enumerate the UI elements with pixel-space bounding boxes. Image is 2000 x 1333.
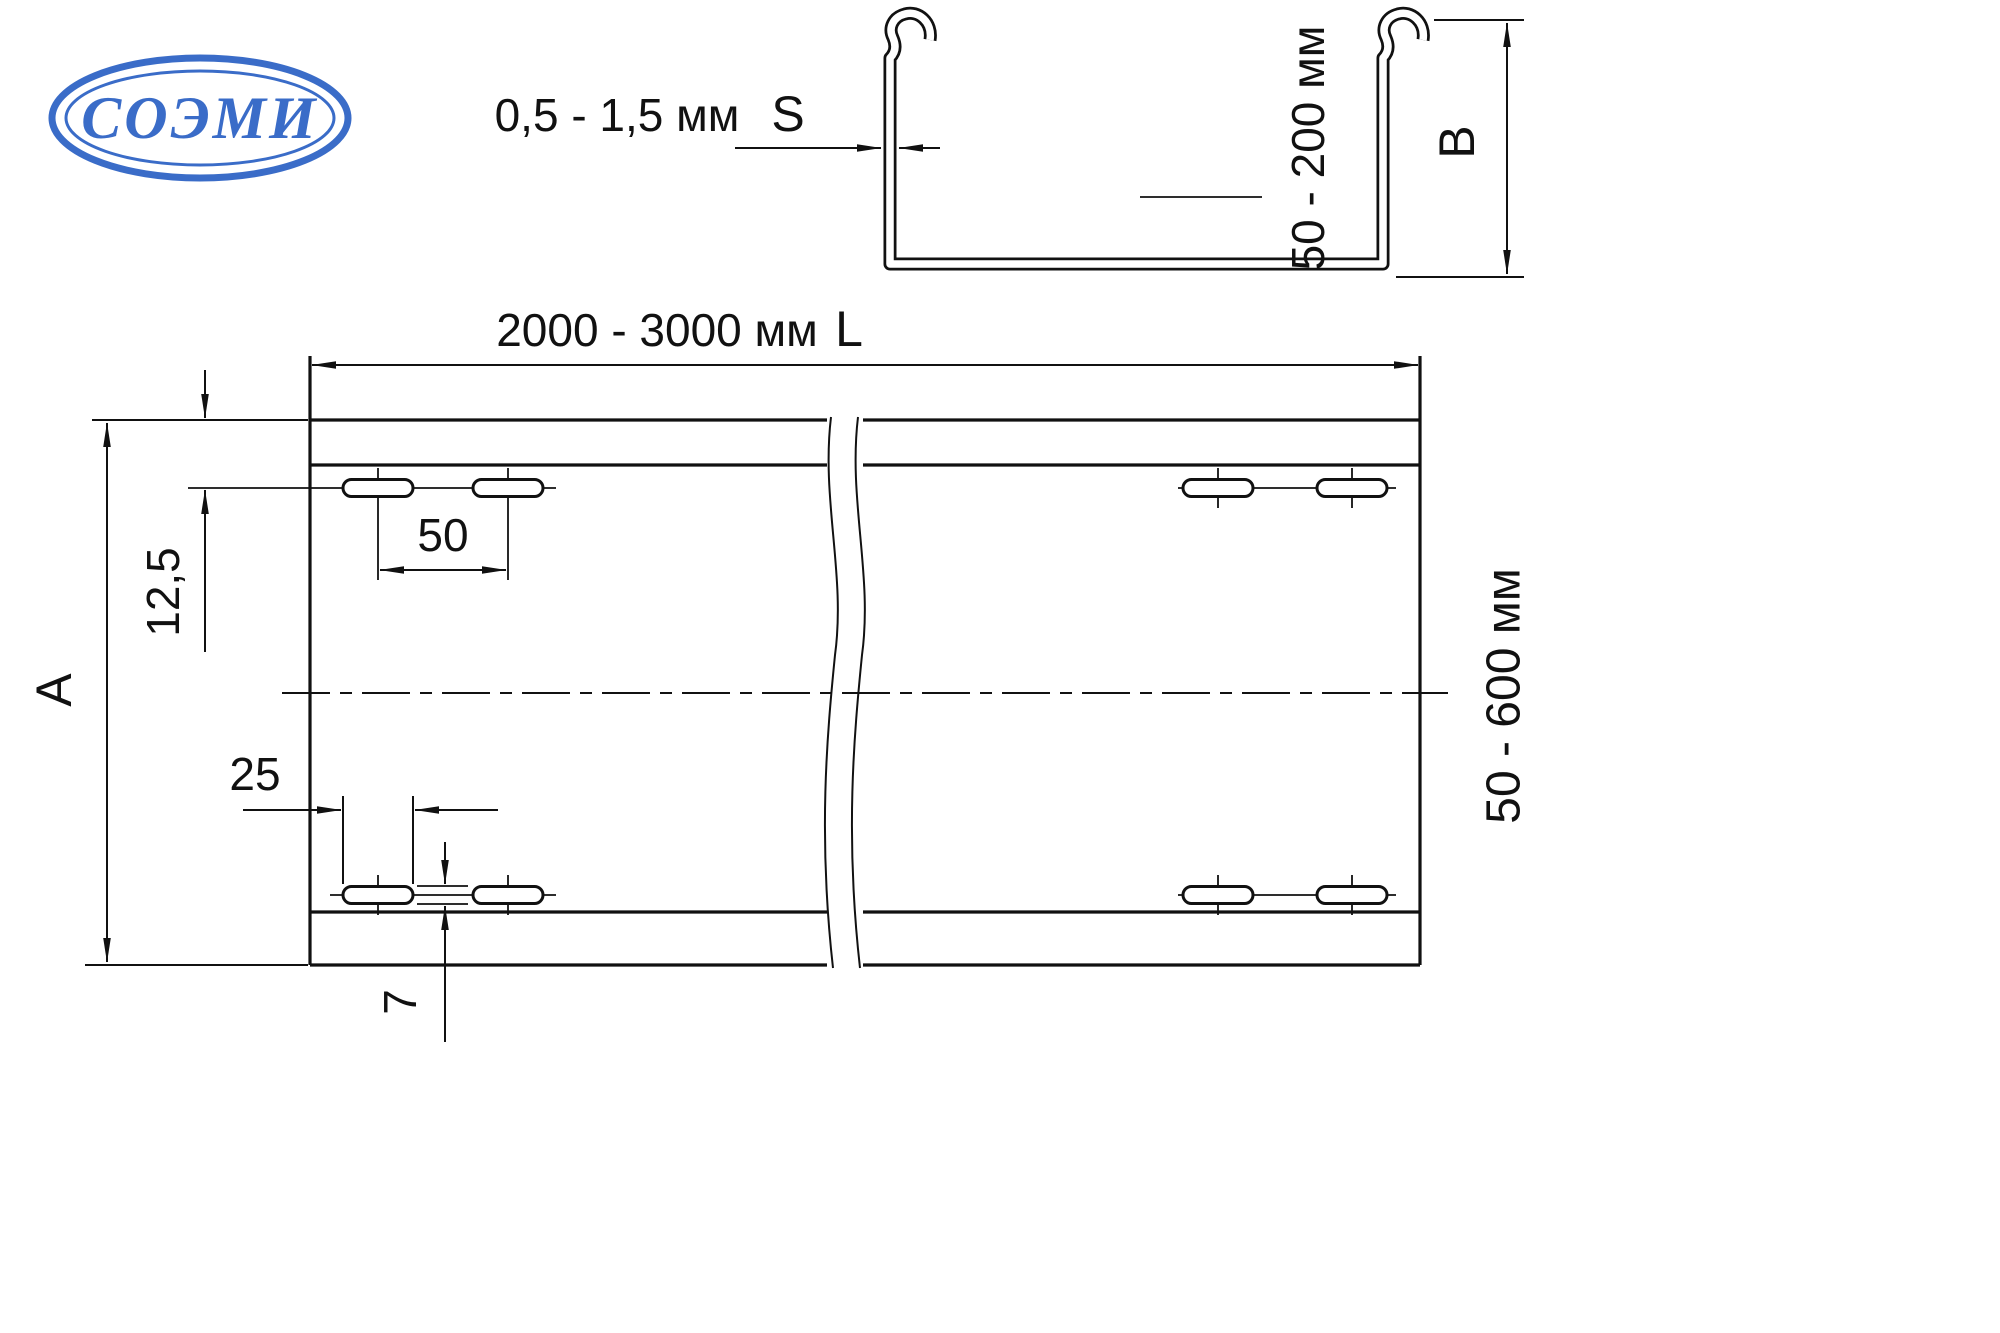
thickness-range-label: 0,5 - 1,5 мм <box>495 89 740 141</box>
break-line-right <box>850 416 866 969</box>
slot-length-label: 25 <box>229 748 280 800</box>
slot-spacing-dimension: 50 <box>379 509 507 574</box>
slot-hole <box>341 885 415 905</box>
slot-length-dimension: 25 <box>229 748 498 884</box>
plan-view: 2000 - 3000 мм L A 12,5 50 25 <box>26 301 1531 1042</box>
width-symbol-label: A <box>26 673 82 707</box>
width-dimension: A <box>26 419 308 966</box>
logo-ellipse-outer <box>48 54 352 182</box>
height-dimension: 50 - 200 мм B <box>1282 19 1524 278</box>
break-line-left <box>823 416 839 969</box>
height-symbol-label: B <box>1429 125 1485 158</box>
slot-offset-dimension: 12,5 <box>137 370 209 652</box>
logo: СОЭМИ <box>48 54 352 182</box>
thickness-dimension: 0,5 - 1,5 мм S <box>495 86 940 152</box>
slot-width-label: 7 <box>374 989 426 1015</box>
slot-hole <box>1315 885 1389 905</box>
slot-hole <box>471 885 545 905</box>
thickness-symbol-label: S <box>771 86 804 142</box>
slot-hole <box>341 478 415 498</box>
slot-width-dimension: 7 <box>374 842 468 1042</box>
height-range-label: 50 - 200 мм <box>1282 26 1334 271</box>
slot-hole <box>1181 478 1255 498</box>
slot-hole <box>1315 478 1389 498</box>
length-dimension: 2000 - 3000 мм L <box>311 301 1419 369</box>
slot-spacing-label: 50 <box>417 509 468 561</box>
section-view: 0,5 - 1,5 мм S 50 - 200 мм B <box>495 6 1524 278</box>
section-profile-core <box>886 9 1428 268</box>
length-range-label: 2000 - 3000 мм <box>496 304 818 356</box>
logo-ellipse-inner <box>64 69 336 167</box>
slot-offset-label: 12,5 <box>137 547 189 637</box>
section-profile-outline <box>883 6 1430 271</box>
slot-hole <box>1181 885 1255 905</box>
width-range-label: 50 - 600 мм <box>1478 568 1531 823</box>
slot-hole <box>471 478 545 498</box>
length-symbol-label: L <box>835 301 863 357</box>
logo-text: СОЭМИ <box>81 85 318 151</box>
